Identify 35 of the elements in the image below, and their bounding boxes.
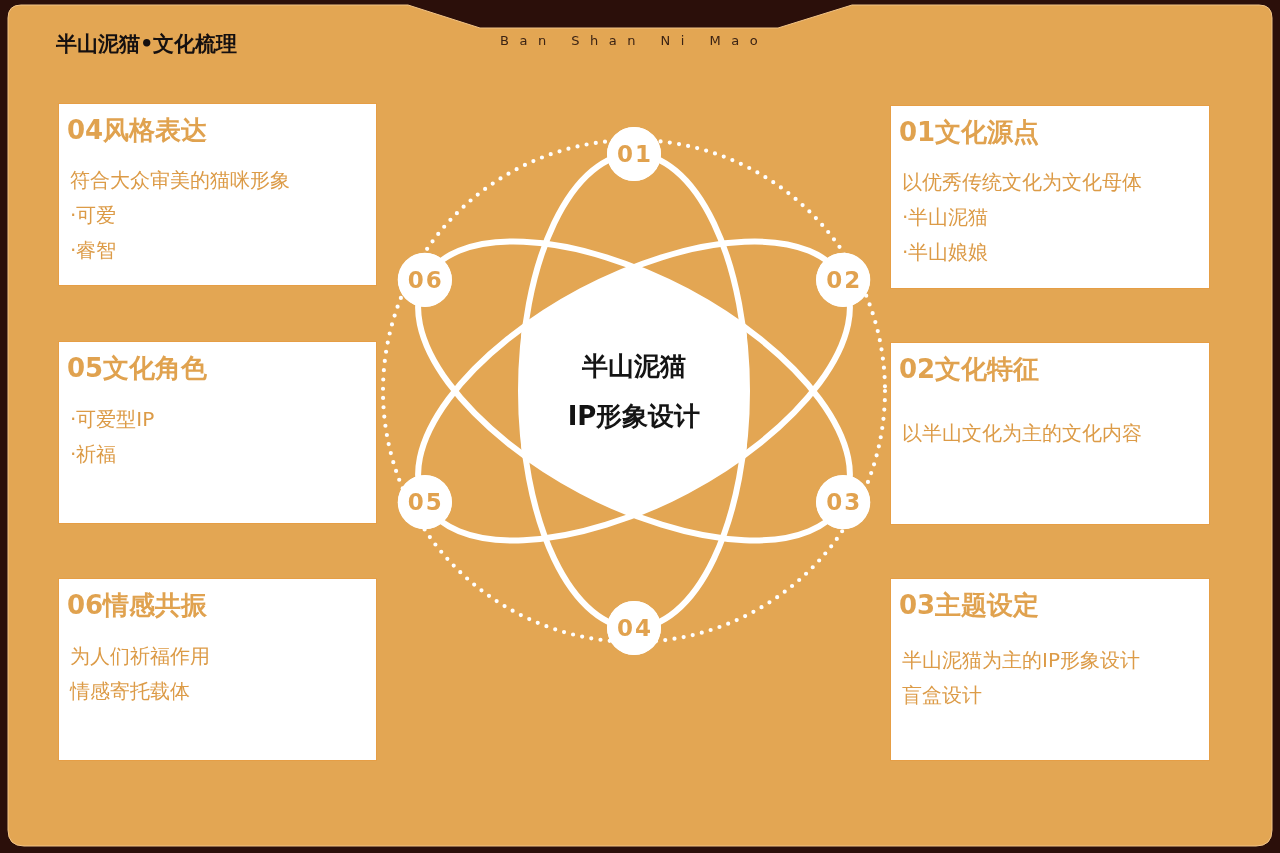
card-text: ·半山娘娘 [902,239,989,266]
card-text: 以优秀传统文化为文化母体 [902,169,1142,196]
card-heading: 01文化源点 [899,116,1040,148]
step-number: 04 [617,615,653,641]
card-text: 以半山文化为主的文化内容 [902,420,1142,447]
info-card [58,341,377,524]
card-text: 半山泥猫为主的IP形象设计 [902,647,1140,674]
card-text: 情感寄托载体 [70,678,190,705]
step-number: 05 [407,489,444,516]
center-title: 半山泥猫 [582,350,686,383]
card-text: ·可爱型IP [70,406,155,433]
card-text: 符合大众审美的猫咪形象 [70,167,290,194]
card-text: ·睿智 [70,237,117,264]
info-card [58,103,377,286]
center-title: IP形象设计 [567,400,701,433]
step-number: 06 [407,266,444,293]
card-heading: 02文化特征 [899,353,1040,385]
card-text: 为人们祈福作用 [70,643,210,670]
card-heading: 05文化角色 [67,352,208,384]
step-number: 03 [826,489,863,516]
card-heading: 06情感共振 [67,589,208,621]
step-number: 01 [617,141,653,167]
step-number: 02 [826,266,863,293]
card-text: ·可爱 [70,202,117,229]
card-heading: 04风格表达 [67,114,208,146]
info-card [890,105,1210,289]
card-text: 盲盒设计 [902,682,982,709]
card-heading: 03主题设定 [899,589,1040,621]
header-tagline: Ban Shan Ni Mao [500,33,769,49]
info-card [58,578,377,761]
card-text: ·祈福 [70,441,117,468]
page-title: 半山泥猫•文化梳理 [56,31,238,57]
card-text: ·半山泥猫 [902,204,989,231]
info-card [890,342,1210,525]
info-card [890,578,1210,761]
